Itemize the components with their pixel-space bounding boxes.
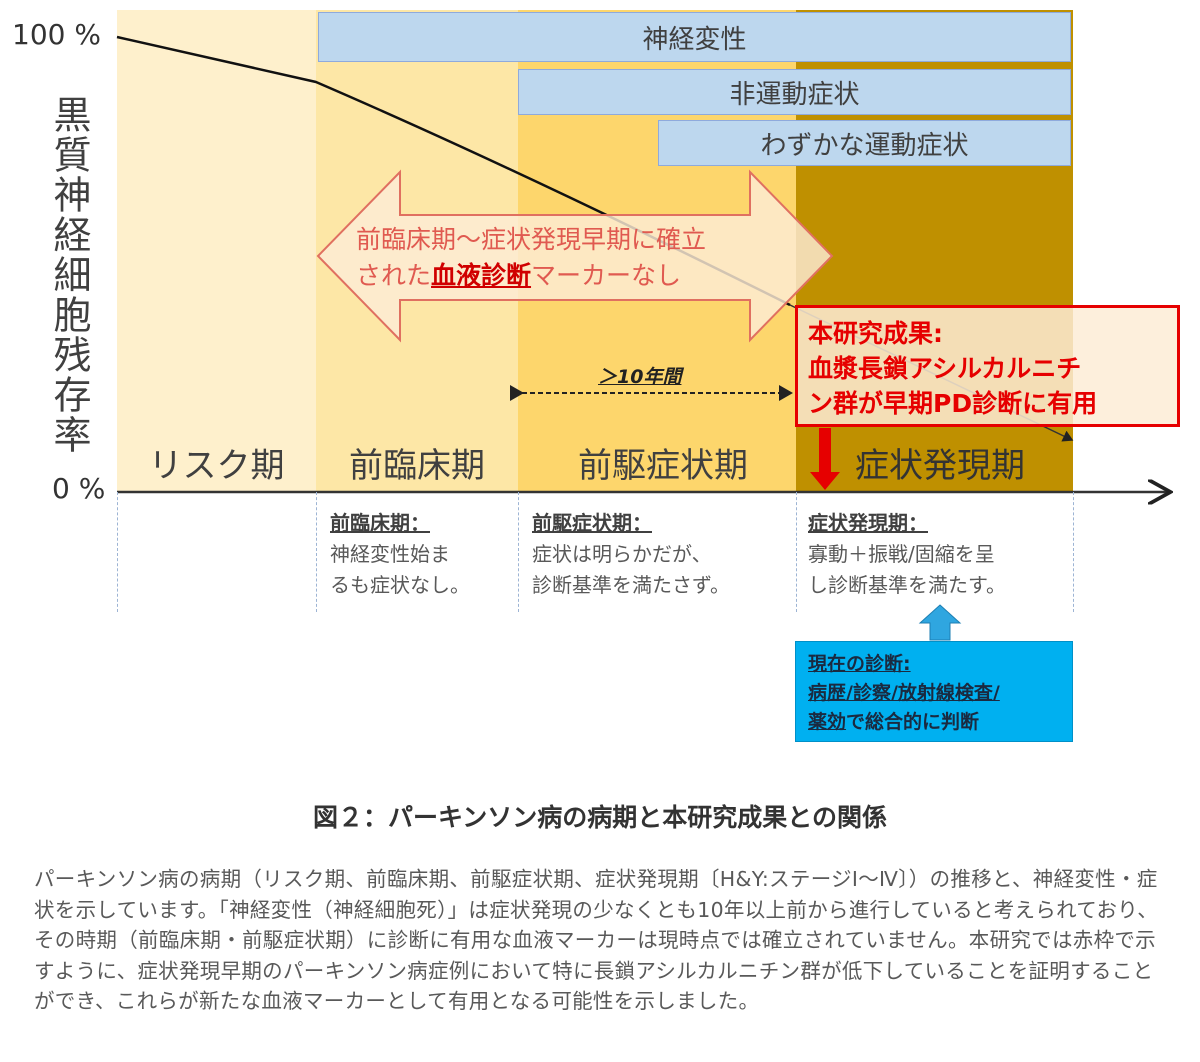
result-line3: ン群が早期PD診断に有用 xyxy=(808,389,1098,418)
current-line3: 薬効で総合的に判断 xyxy=(808,708,1060,737)
desc-line: るも症状なし。 xyxy=(330,573,470,597)
double-arrow-line1: 前臨床期～症状発現早期に確立 xyxy=(356,225,707,254)
desc-title: 前駆症状期： xyxy=(532,511,652,535)
result-line1: 本研究成果: xyxy=(808,319,943,348)
desc-title: 症状発現期： xyxy=(808,511,928,535)
span-label: ＞10年間 xyxy=(598,366,682,388)
y-axis-top-label: 100 % xyxy=(12,18,101,51)
stage-risk: リスク期 xyxy=(148,446,285,486)
double-arrow-text: 前臨床期～症状発現早期に確立 された血液診断マーカーなし xyxy=(356,222,706,294)
result-box: 本研究成果: 血漿長鎖アシルカルニチ ン群が早期PD診断に有用 xyxy=(795,305,1180,427)
figure-caption: パーキンソン病の病期（リスク期、前臨床期、前駆症状期、症状発現期〔H&Y:ステー… xyxy=(34,867,1159,1013)
bar-mild-motor-symptoms: わずかな運動症状 xyxy=(658,120,1071,166)
desc-line: 寡動＋振戦/固縮を呈 xyxy=(808,542,995,566)
divider xyxy=(796,492,797,612)
desc-line: 診断基準を満たさず。 xyxy=(532,573,730,597)
stage-preclinical: 前臨床期 xyxy=(349,446,485,486)
bar-neurodegeneration: 神経変性 xyxy=(318,12,1071,62)
red-down-arrow xyxy=(810,428,840,490)
text-pre: された xyxy=(356,261,432,290)
divider xyxy=(1073,492,1074,612)
y-axis-bottom-label: 0 % xyxy=(52,472,106,505)
text-post: で総合的に判断 xyxy=(846,711,980,733)
desc-preclinical: 前臨床期： 神経変性始ま るも症状なし。 xyxy=(330,508,470,601)
blue-up-arrow xyxy=(918,604,962,641)
divider xyxy=(316,492,317,612)
text-drug-effect: 薬効 xyxy=(808,711,847,733)
divider xyxy=(117,492,118,612)
desc-line: 症状は明らかだが、 xyxy=(532,542,712,566)
current-line2: 病歴/診察/放射線検査/ xyxy=(808,682,1000,704)
current-line1: 現在の診断: xyxy=(808,653,911,675)
zone-risk xyxy=(117,10,316,492)
desc-prodromal: 前駆症状期： 症状は明らかだが、 診断基準を満たさず。 xyxy=(532,508,730,601)
bar-nonmotor-symptoms: 非運動症状 xyxy=(518,69,1071,115)
desc-title: 前臨床期： xyxy=(330,511,430,535)
desc-line: し診断基準を満たす。 xyxy=(808,573,1006,597)
desc-line: 神経変性始ま xyxy=(330,542,450,566)
diagram-graphics xyxy=(116,35,1200,641)
double-arrow-shape xyxy=(316,169,834,343)
figure-title: 図２：パーキンソン病の病期と本研究成果との関係 xyxy=(312,803,887,832)
stage-prodromal: 前駆症状期 xyxy=(578,446,748,486)
text-blood-diagnosis: 血液診断 xyxy=(431,261,532,290)
y-axis-title: 黒質神経細胞残存率 xyxy=(47,95,91,455)
desc-clinical: 症状発現期： 寡動＋振戦/固縮を呈 し診断基準を満たす。 xyxy=(808,508,1006,601)
result-line2: 血漿長鎖アシルカルニチ xyxy=(808,354,1082,383)
current-diagnosis-box: 現在の診断: 病歴/診察/放射線検査/ 薬効で総合的に判断 xyxy=(795,641,1073,742)
double-arrow-line2: された血液診断マーカーなし xyxy=(356,258,706,294)
divider xyxy=(518,492,519,612)
stage-clinical: 症状発現期 xyxy=(855,446,1025,486)
text-post: マーカーなし xyxy=(531,261,682,290)
